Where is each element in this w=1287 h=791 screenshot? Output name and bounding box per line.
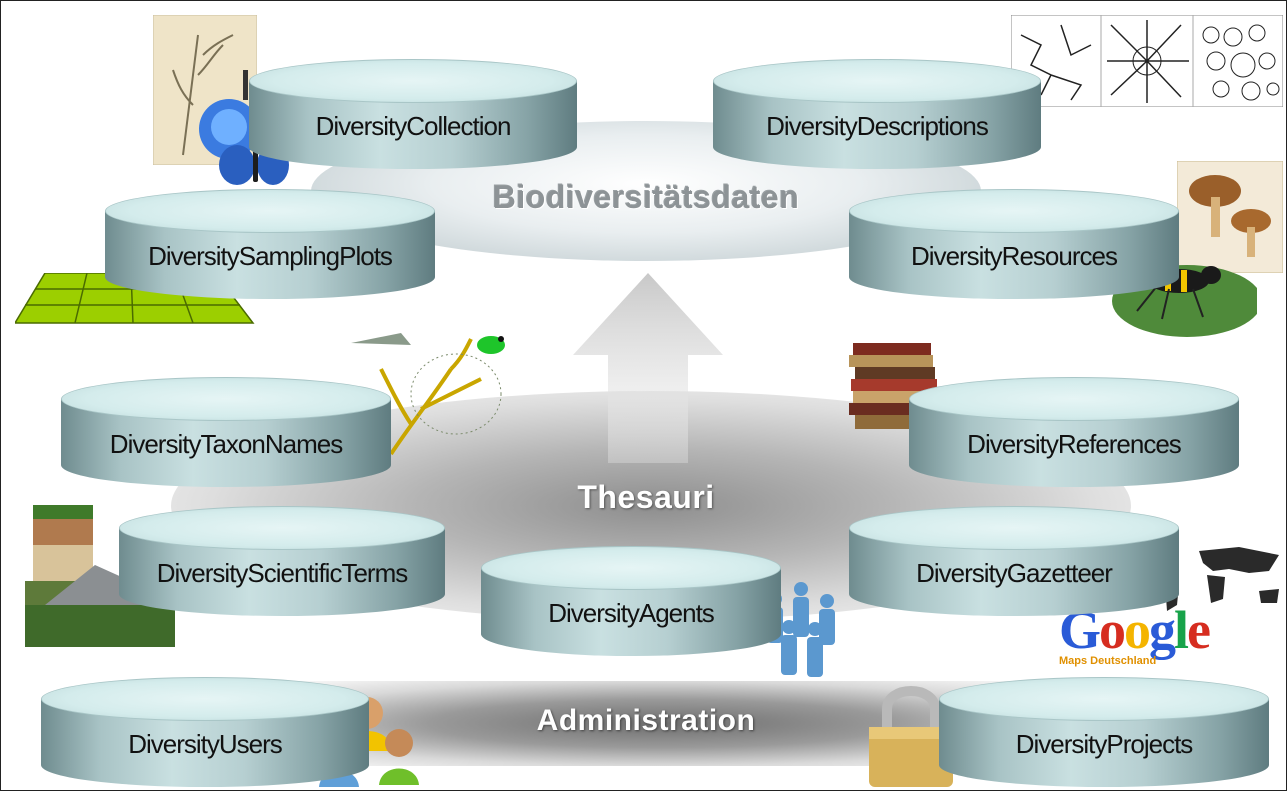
db-label: DiversitySamplingPlots — [148, 241, 393, 271]
db-label: DiversityResources — [911, 241, 1118, 271]
db-diversity-resources: DiversityResources — [849, 189, 1179, 299]
layer-label-biodiversity: Biodiversitätsdaten — [492, 179, 800, 215]
db-label: DiversityCollection — [315, 111, 512, 141]
db-label: DiversityDescriptions — [766, 111, 989, 141]
phylogenetic-tree-icon — [351, 333, 505, 456]
db-diversity-descriptions: DiversityDescriptions — [713, 59, 1041, 169]
db-diversity-agents: DiversityAgents — [481, 546, 781, 656]
google-maps-caption: Maps Deutschland — [1059, 655, 1157, 667]
padlock-icon — [869, 686, 953, 787]
db-label: DiversityProjects — [1015, 729, 1194, 759]
db-diversity-taxon-names: DiversityTaxonNames — [61, 377, 391, 487]
db-diversity-gazetteer: DiversityGazetteer — [849, 506, 1179, 616]
db-diversity-references: DiversityReferences — [909, 377, 1239, 487]
mushroom-icon — [1177, 161, 1283, 273]
layer-label-administration: Administration — [536, 704, 756, 737]
db-diversity-projects: DiversityProjects — [939, 677, 1269, 787]
db-label: DiversityUsers — [128, 729, 283, 759]
people-group-icon — [767, 582, 835, 677]
db-label: DiversityAgents — [548, 598, 715, 628]
db-diversity-users: DiversityUsers — [41, 677, 369, 787]
up-arrow-icon — [573, 273, 723, 463]
db-diversity-collection: DiversityCollection — [249, 59, 577, 169]
db-label: DiversityScientificTerms — [156, 558, 409, 588]
layer-label-thesauri: Thesauri — [577, 479, 715, 515]
db-label: DiversityTaxonNames — [109, 429, 343, 459]
db-label: DiversityReferences — [967, 429, 1182, 459]
db-diversity-scientific-terms: DiversityScientificTerms — [119, 506, 445, 616]
db-diversity-sampling-plots: DiversitySamplingPlots — [105, 189, 435, 299]
cell-drawings-icon — [1011, 15, 1283, 107]
db-label: DiversityGazetteer — [916, 558, 1113, 588]
